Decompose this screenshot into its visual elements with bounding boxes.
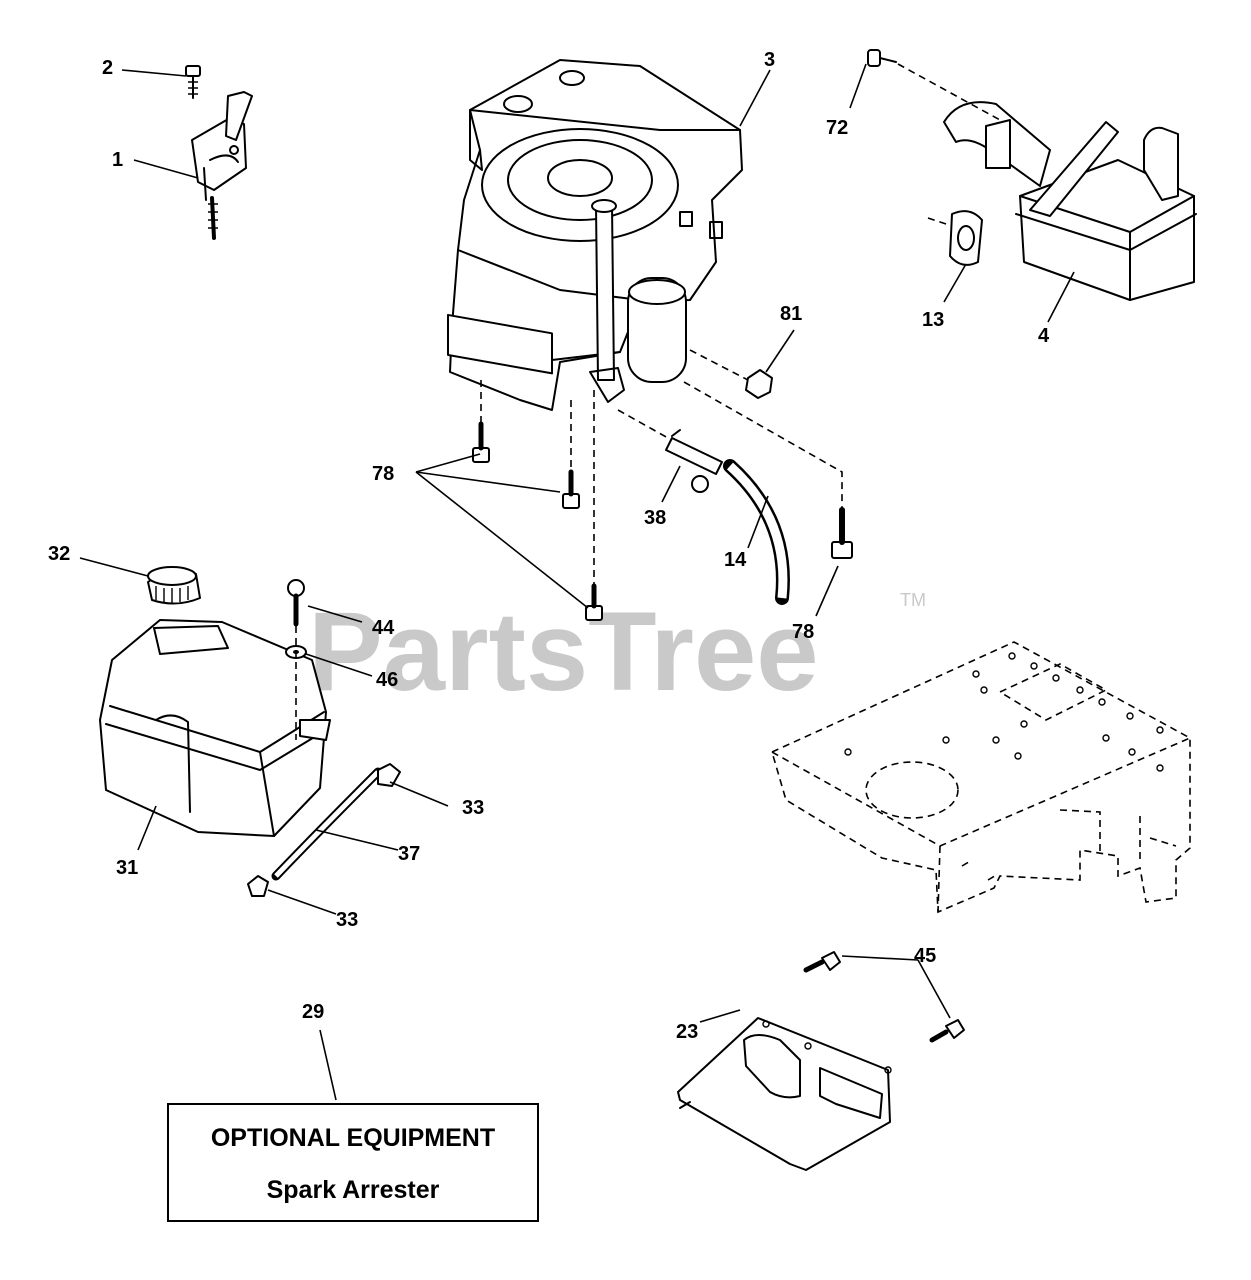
callout-72: 72 [826,117,848,139]
callout-44: 44 [372,617,395,639]
bolt-78-c [585,583,603,621]
clamp-33-a [377,763,401,787]
callout-2: 2 [102,57,113,79]
screw-2 [185,65,201,99]
callout-23: 23 [676,1021,698,1043]
callout-4: 4 [1038,325,1050,347]
optional-equipment-item: Spark Arrester [267,1176,440,1204]
fuel-tank-31 [99,619,331,837]
bolt-78-b [562,469,580,509]
callout-31: 31 [116,857,138,879]
callout-3: 3 [764,49,775,71]
throttle-control [191,91,253,240]
callout-13: 13 [922,309,944,331]
watermark-trademark: TM [900,590,926,610]
clamp-33-b [247,875,269,897]
watermark-brand: PartsTree [308,589,819,714]
callout-78-b: 78 [792,621,814,643]
callout-38: 38 [644,507,666,529]
screw-44 [287,579,305,627]
engine-mounting-plate [771,641,1191,914]
fuel-cap-32 [147,566,201,605]
shield-23 [677,1017,892,1171]
bolt-78-d [831,507,853,559]
callout-81: 81 [780,303,802,325]
callout-29: 29 [302,1001,324,1023]
callout-78-a: 78 [372,463,394,485]
nut-81 [745,369,773,399]
callout-1: 1 [112,149,123,171]
callout-32: 32 [48,543,70,565]
drain-valve-38 [665,429,723,493]
fuel-line-37 [271,767,383,881]
optional-equipment-title: OPTIONAL EQUIPMENT [211,1124,495,1152]
leader-lines [79,63,1075,1101]
bolt-78-a [472,421,490,463]
callout-33-b: 33 [336,909,358,931]
gasket-13 [949,210,983,266]
callout-37: 37 [398,843,420,865]
callouts: 1 2 3 4 13 14 23 29 31 32 33 33 37 38 44… [48,49,1050,1043]
engine [447,59,743,411]
callout-45: 45 [914,945,936,967]
drain-hose-14 [723,459,790,605]
callout-33-a: 33 [462,797,484,819]
screw-45-a [803,951,841,973]
optional-equipment-box: OPTIONAL EQUIPMENT Spark Arrester [167,1103,539,1222]
bolt-72 [867,49,897,67]
callout-46: 46 [376,669,398,691]
screw-45-b [929,1019,965,1043]
muffler [943,101,1197,301]
callout-14: 14 [724,549,747,571]
